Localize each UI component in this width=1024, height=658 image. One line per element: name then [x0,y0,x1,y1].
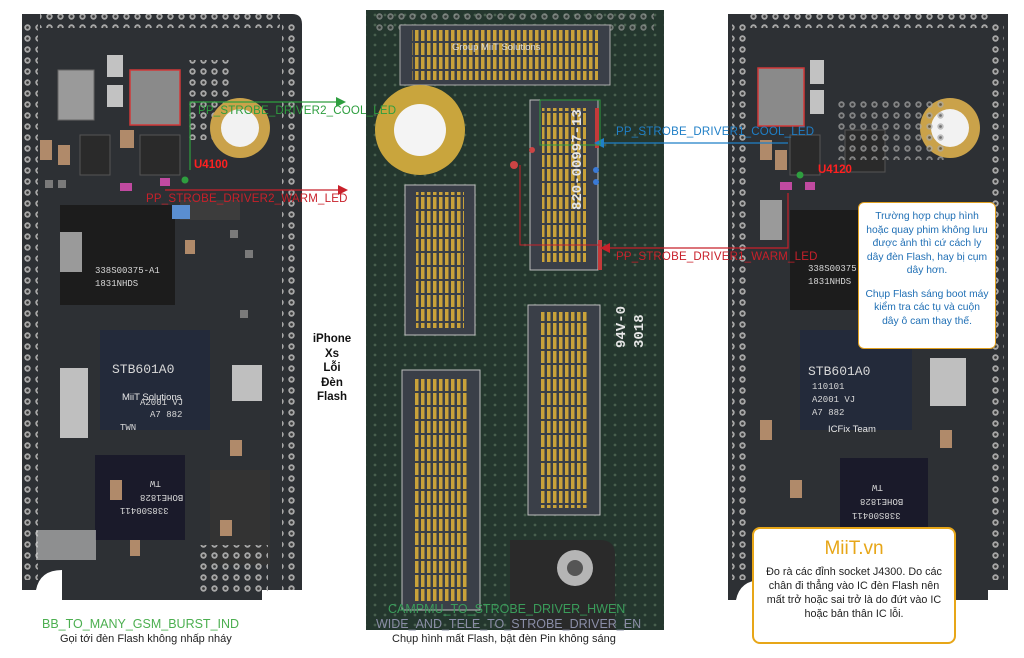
silk-part-number: 820-00997-13 [570,109,586,210]
arrow-cool1 [594,138,604,148]
chip-right-low-line1: 338S00411 [852,510,901,520]
leader-cool2 [189,101,340,170]
caption-camera-flash: Chụp hình mất Flash, bật đèn Pin không s… [392,633,616,645]
leader-warm1 [608,193,789,249]
label-strobe-driver1-cool: PP_STROBE_DRIVER1_COOL_LED [616,126,815,138]
signal-campmu-hwen: CAMPMU_TO_STROBE_DRIVER_HWEN [388,602,626,616]
refdes-u4100: U4100 [194,159,228,171]
chip-right-big-line4: A7 882 [812,408,845,418]
left-board [22,14,302,600]
refdes-u4120: U4120 [818,164,852,176]
signal-wide-tele-en: WIDE_AND_TELE_TO_STROBE_DRIVER_EN [376,617,642,631]
chip-left-big-line1: STB601A0 [112,362,175,377]
watermark-miit-solutions: MiiT Solutions [122,392,182,403]
label-strobe-driver2-cool: PP_STROBE_DRIVER2_COOL_LED [198,105,397,117]
chip-right-big-line2: 110101 [812,382,845,392]
label-strobe-driver1-warm: PP_STROBE_DRIVER1_WARM_LED [616,251,818,263]
chip-left-low-line3: TW [150,478,161,488]
watermark-icfix-team: ICFix Team [828,424,876,435]
watermark-group-miit: Group MiiT Solutions [452,42,541,53]
center-title-line: Flash [316,391,348,403]
note-miit: MiiT.vn Đo rà các đỉnh socket J4300. Do … [752,527,956,644]
chip-right-low-line2: BOHE1828 [860,496,904,506]
chip-left-low-line2: BOHE1828 [140,492,184,502]
pin-markers [120,171,815,219]
center-title-line: Lỗi [323,362,341,374]
center-title-line: Xs [324,347,340,360]
note-flash-cable-text: Trường hợp chụp hình hoặc quay phim khôn… [866,211,988,276]
center-board [366,10,664,630]
chip-left-big-line2: A2001 VJ [140,398,184,408]
chip-right-mid-line1: 338S00375-A1 [808,264,873,274]
box-warm1-trace [519,165,600,246]
arrow-cool2 [336,97,346,107]
arrow-warm1 [600,243,610,253]
chip-left-mid-line2: 1831NHDS [95,279,139,289]
signal-leaders [165,97,789,253]
note-miit-body: Đo rà các đỉnh socket J4300. Do các chân… [766,566,942,620]
chip-left-big-line4: TWN [120,423,137,433]
signal-bb-gsm-burst: BB_TO_MANY_GSM_BURST_IND [42,617,240,631]
center-title-line: Đèn [321,376,343,389]
chip-left-low-line1: 338S00411 [120,505,169,515]
chip-left-mid-line1: 338S00375-A1 [95,266,160,276]
center-title-line: iPhone [312,333,352,345]
silk-94v0: 94V-0 [614,305,630,348]
chip-left-big-line3: A7 882 [150,410,183,420]
silk-date: 3018 [632,314,648,348]
chip-right-low-line3: TW [872,482,883,492]
arrow-warm2 [338,185,348,195]
chip-right-big-line3: A2001 VJ [812,395,856,405]
note-miit-title: MiiT.vn [824,538,884,559]
center-title: iPhone Xs Lỗi Đèn Flash [302,332,362,405]
label-strobe-driver2-warm: PP_STROBE_DRIVER2_WARM_LED [146,193,348,205]
box-cool2-trace [539,99,601,146]
chip-right-mid-line2: 1831NHDS [808,277,852,287]
note-flash-boot-text: Chụp Flash sáng boot máy kiểm tra các tụ… [865,288,989,327]
chip-right-big-line1: STB601A0 [808,364,871,379]
caption-call-flash: Gọi tới đèn Flash không nhấp nháy [60,633,232,645]
note-flash-cable: Trường hợp chụp hình hoặc quay phim khôn… [858,202,996,349]
